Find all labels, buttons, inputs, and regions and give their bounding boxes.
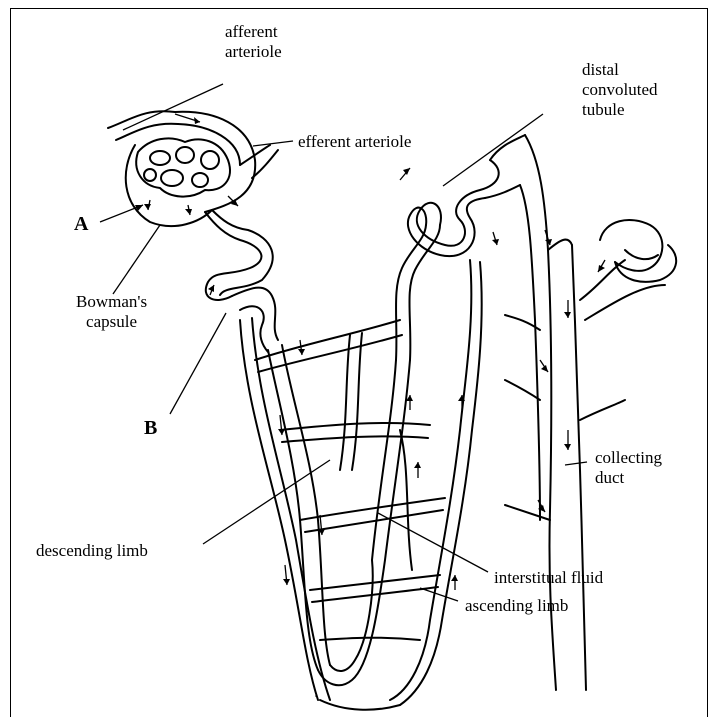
- descending-limb-label: descending limb: [36, 541, 148, 561]
- bowmans-capsule-shape: [126, 112, 255, 226]
- afferent-arteriole-label: afferent arteriole: [225, 22, 282, 62]
- distal-tubule-shape: [408, 135, 525, 256]
- leader-lines: [100, 84, 587, 601]
- efferent-arteriole-vessel: [240, 145, 278, 178]
- label-b: B: [144, 418, 157, 438]
- peritubular-capillaries: [240, 260, 482, 710]
- glomerulus-capillaries: [136, 138, 230, 196]
- distal-convoluted-tubule-label: distal convoluted tubule: [582, 60, 658, 120]
- collecting-duct-label: collecting duct: [595, 448, 662, 488]
- interstitial-fluid-label: interstitual fluid: [494, 568, 603, 588]
- efferent-arteriole-label: efferent arteriole: [298, 132, 411, 152]
- afferent-arteriole-vessel: [108, 111, 178, 140]
- stray-dot: [315, 695, 317, 697]
- label-a: A: [74, 214, 88, 234]
- ascending-limb-label: ascending limb: [465, 596, 568, 616]
- ascending-limb-tube: [318, 225, 440, 685]
- bowmans-capsule-label: Bowman's capsule: [76, 292, 147, 332]
